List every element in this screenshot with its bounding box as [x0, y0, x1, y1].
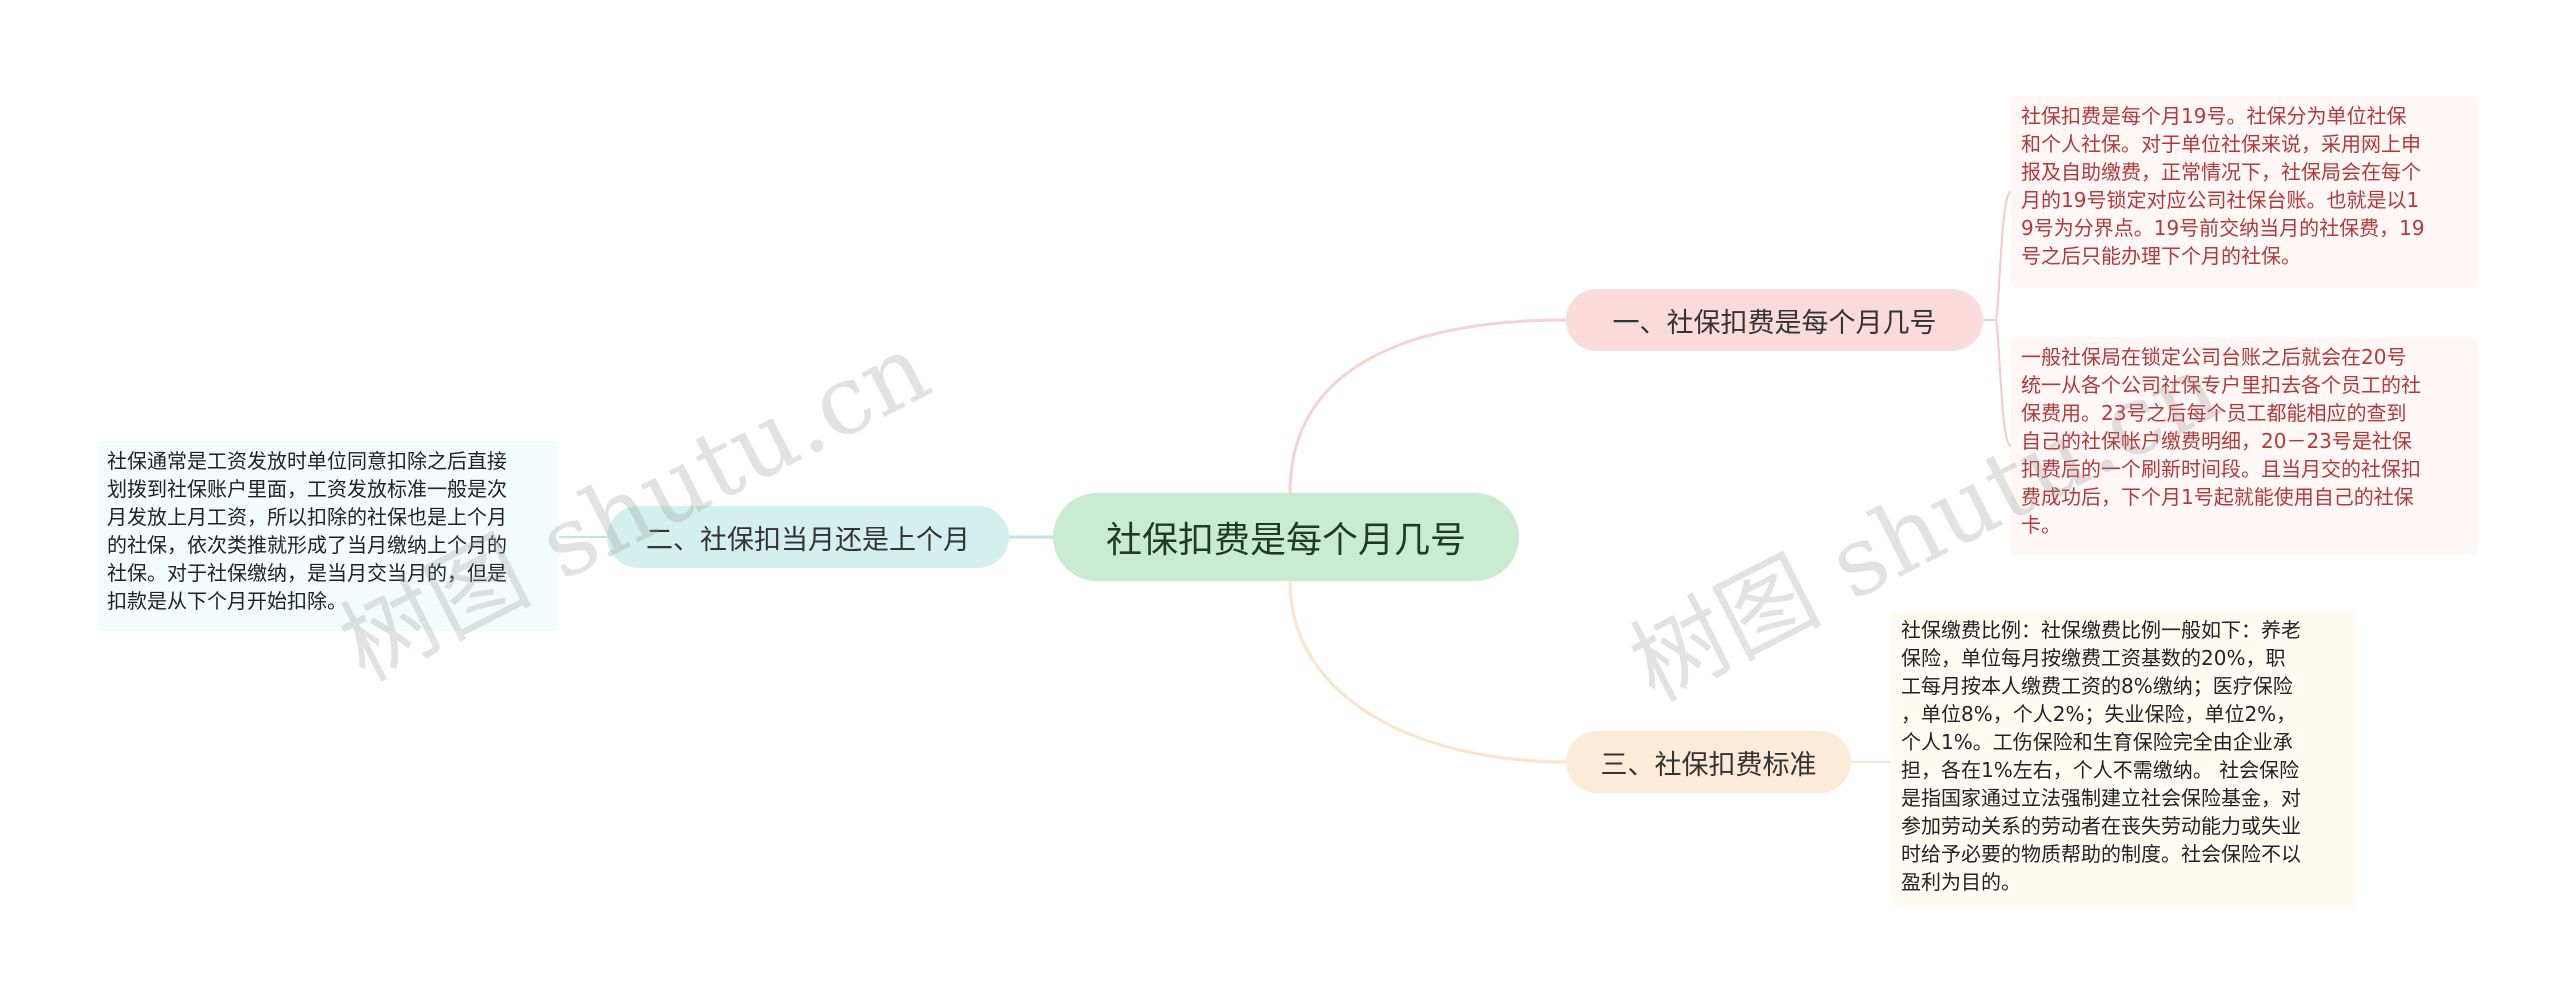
- link-root-branch1: [1288, 318, 1567, 494]
- root-topic[interactable]: 社保扣费是每个月几号: [1053, 493, 1519, 581]
- branch-topic-1[interactable]: 一、社保扣费是每个月几号: [1566, 289, 1983, 351]
- leaf-note-1a[interactable]: 社保扣费是每个月19号。社保分为单位社保 和个人社保。对于单位社保来说，采用网上…: [2011, 96, 2477, 288]
- branch-topic-2[interactable]: 二、社保扣当月还是上个月: [607, 506, 1009, 568]
- link-root-branch3: [1288, 580, 1567, 764]
- leaf-note-3[interactable]: 社保缴费比例：社保缴费比例一般如下：养老 保险，单位每月按缴费工资基数的20%，…: [1891, 610, 2357, 908]
- link-branch1-leaves: [1983, 191, 2012, 447]
- branch-topic-3[interactable]: 三、社保扣费标准: [1566, 731, 1851, 793]
- leaf-note-1b[interactable]: 一般社保局在锁定公司台账之后就会在20号 统一从各个公司社保专户里扣去各个员工的…: [2011, 337, 2477, 555]
- leaf-note-2[interactable]: 社保通常是工资发放时单位同意扣除之后直接 划拨到社保账户里面，工资发放标准一般是…: [97, 441, 559, 631]
